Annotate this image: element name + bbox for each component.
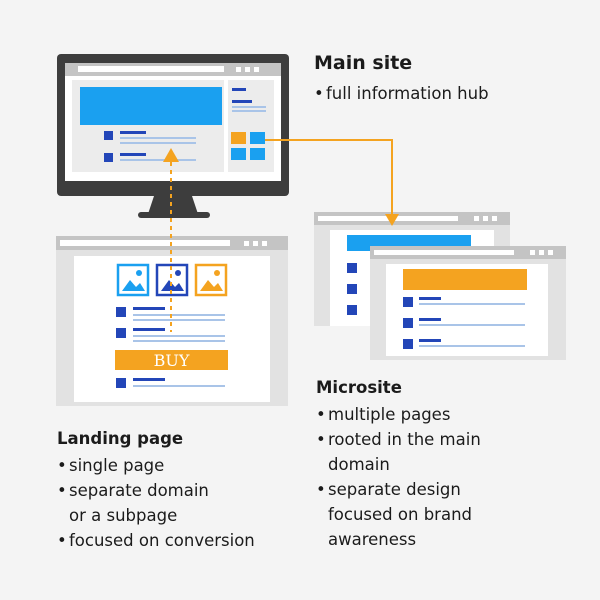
main-site-title: Main site xyxy=(314,52,413,74)
list-line xyxy=(120,137,196,139)
tile-orange xyxy=(231,132,246,144)
list-bullet xyxy=(116,307,126,317)
list-line xyxy=(133,307,165,310)
browser-controls-icon xyxy=(244,241,267,246)
address-bar xyxy=(78,66,224,72)
tile-blue xyxy=(250,148,265,160)
landing-page-title: Landing page xyxy=(57,429,184,448)
list-bullet xyxy=(104,131,113,140)
sidebar-line xyxy=(232,106,266,108)
list-bullet xyxy=(116,378,126,388)
image-icon xyxy=(194,263,228,297)
list-line xyxy=(133,378,165,381)
list-bullet xyxy=(104,153,113,162)
list-line xyxy=(133,335,225,337)
list-bullet xyxy=(403,297,413,307)
list-line xyxy=(419,303,525,305)
sidebar-line xyxy=(232,110,266,112)
list-line xyxy=(133,340,225,342)
list-bullet xyxy=(116,328,126,338)
list-line xyxy=(419,318,441,321)
buy-label: BUY xyxy=(154,351,190,370)
list-line xyxy=(133,319,225,321)
monitor-neck xyxy=(148,196,198,214)
list-bullet xyxy=(403,318,413,328)
tile-blue xyxy=(231,148,246,160)
list-line xyxy=(133,328,165,331)
arrow-icon xyxy=(385,214,399,226)
microsite-bullets: multiple pagesrooted in the maindomainse… xyxy=(316,402,566,552)
list-bullet xyxy=(403,339,413,349)
list-line xyxy=(419,297,441,300)
list-line xyxy=(120,159,196,161)
page-body xyxy=(74,256,270,402)
list-bullet xyxy=(347,284,357,294)
list-line xyxy=(120,142,196,144)
bullet-item: focused on conversion xyxy=(57,528,297,553)
solid-connector xyxy=(265,139,393,216)
list-line xyxy=(419,345,525,347)
microsite-title: Microsite xyxy=(316,378,402,397)
bullet-item: multiple pages xyxy=(316,402,566,427)
browser-controls-icon xyxy=(474,216,497,221)
main-site-monitor xyxy=(57,54,289,218)
sidebar-line xyxy=(232,100,252,103)
address-bar xyxy=(374,250,514,255)
image-icon xyxy=(116,263,150,297)
list-line xyxy=(419,339,441,342)
microsite-window-front xyxy=(370,246,566,360)
list-line xyxy=(133,314,225,316)
browser-controls-icon xyxy=(530,250,553,255)
sidebar-line xyxy=(232,88,246,91)
main-site-bullets: full information hub xyxy=(314,81,584,106)
tile-blue xyxy=(250,132,265,144)
list-bullet xyxy=(347,305,357,315)
buy-button[interactable] xyxy=(115,350,228,370)
hero-banner xyxy=(80,87,222,125)
browser-controls-icon xyxy=(236,67,259,72)
list-line xyxy=(120,131,146,134)
landing-page-window: BUY xyxy=(56,236,288,406)
list-line xyxy=(120,153,146,156)
bullet-item: single page xyxy=(57,453,297,478)
monitor-base xyxy=(138,212,210,218)
hero-banner xyxy=(403,269,527,290)
image-icon xyxy=(155,263,189,297)
address-bar xyxy=(60,240,230,246)
bullet-item: full information hub xyxy=(314,81,584,106)
list-line xyxy=(133,385,225,387)
list-line xyxy=(419,324,525,326)
list-bullet xyxy=(347,263,357,273)
arrow-icon xyxy=(163,148,179,162)
